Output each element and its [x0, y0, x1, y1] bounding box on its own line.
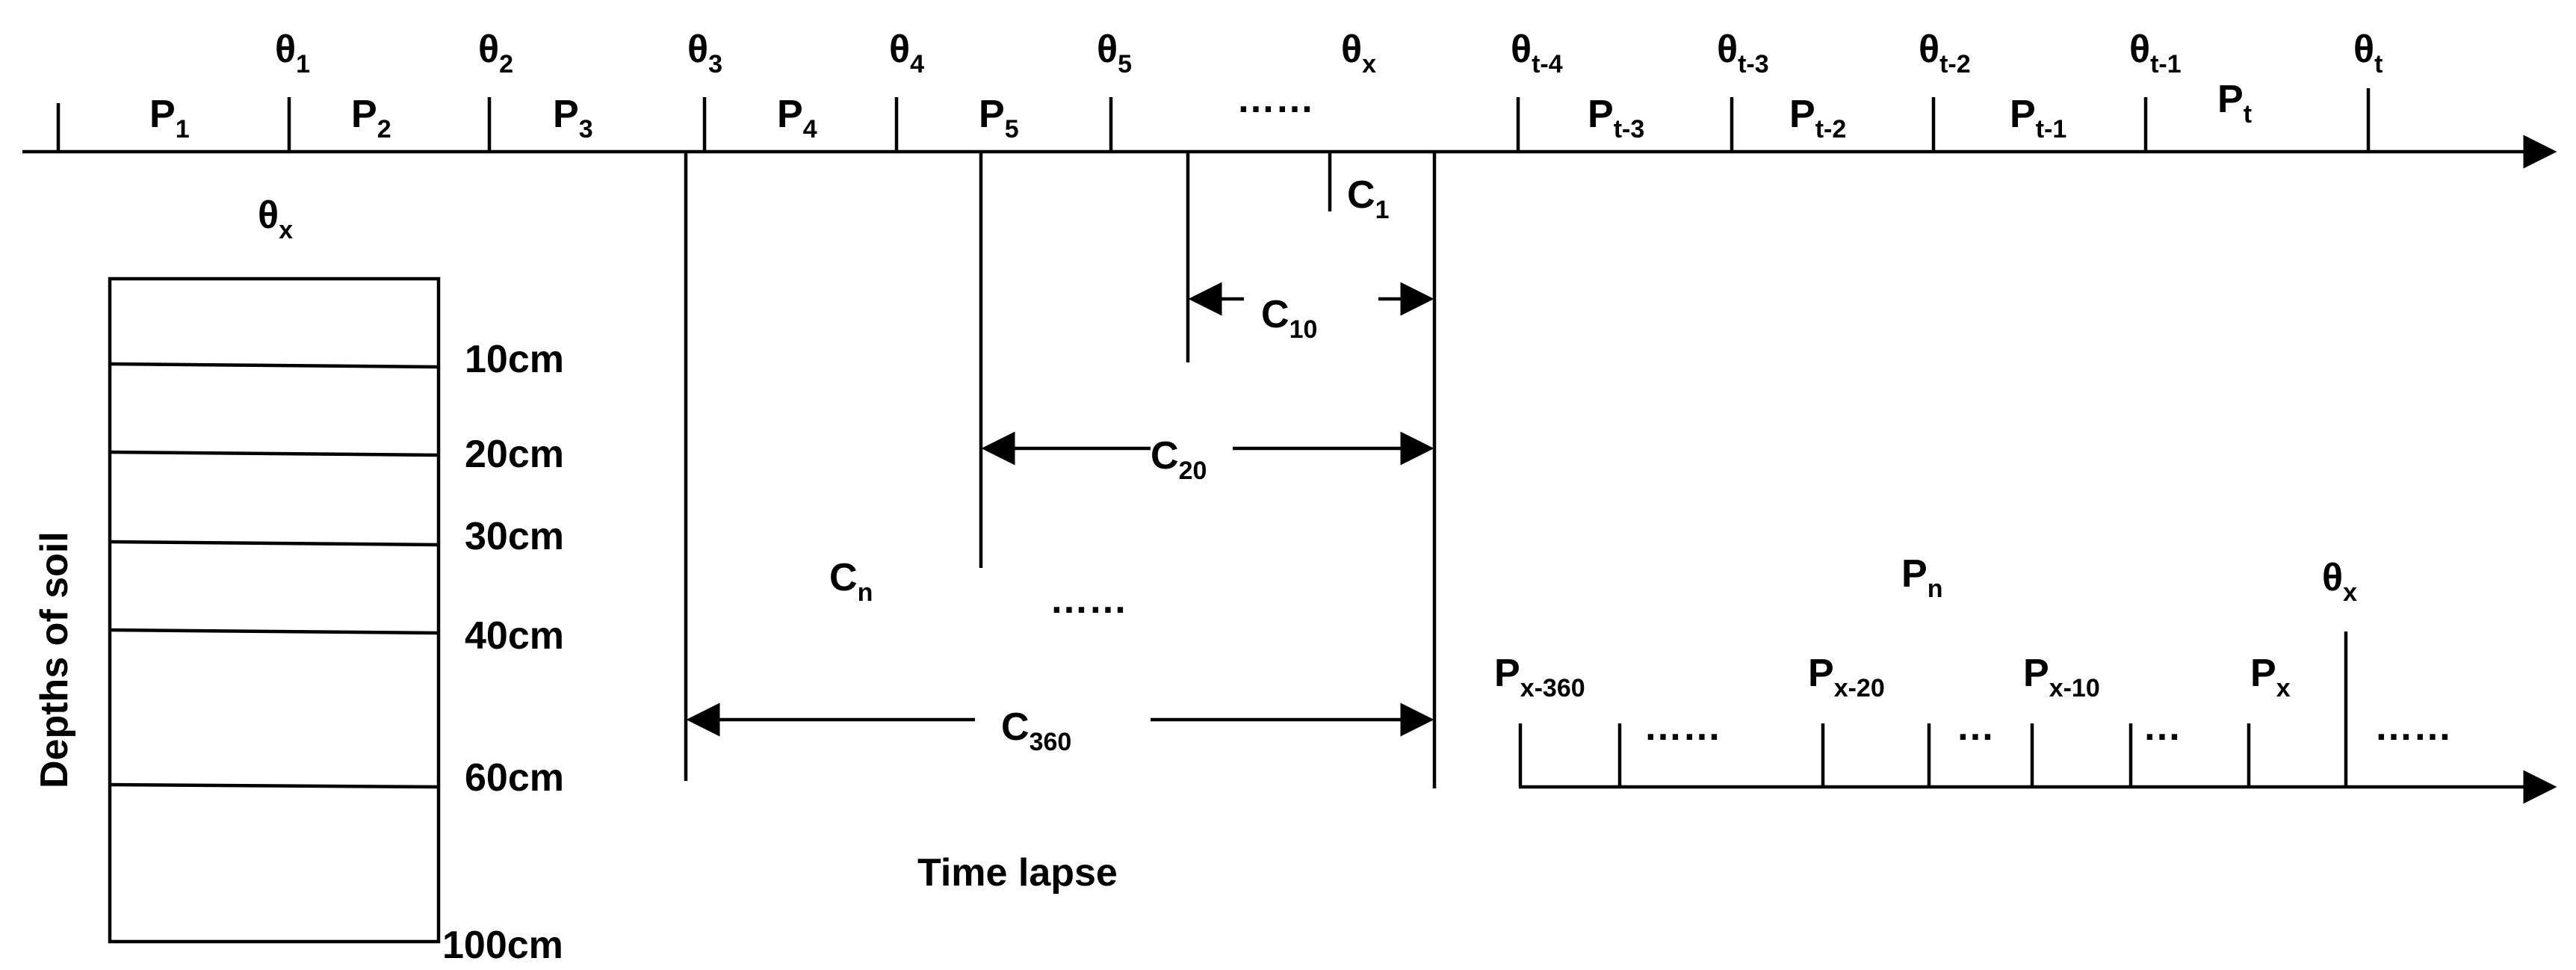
precip-ellipsis-2: … [1956, 705, 1995, 749]
depth-labels: 10cm 20cm 30cm 40cm 60cm 100cm [442, 338, 564, 967]
label-p-x-20: Px-20 [1808, 652, 1885, 702]
depth-60cm: 60cm [465, 756, 564, 800]
theta-3: θ3 [687, 28, 722, 78]
period-t-2: Pt-2 [1789, 93, 1846, 143]
period-t-3: Pt-3 [1588, 93, 1644, 143]
cumulative-verticals [684, 152, 1437, 788]
soil-theta-x: θx [258, 194, 293, 244]
soil-layer-lines [109, 362, 439, 789]
period-t-1: Pt-1 [2010, 93, 2066, 143]
theta-x: θx [1341, 28, 1376, 78]
precip-ellipsis-3: … [2143, 705, 2182, 749]
label-p-x: Px [2250, 652, 2291, 702]
period-t: Pt [2217, 78, 2252, 129]
precip-ticks [1518, 631, 2348, 787]
label-c20: C20 [1151, 434, 1207, 485]
label-p-x-360: Px-360 [1494, 652, 1585, 702]
period-4: P4 [777, 93, 817, 143]
theta-1: θ1 [275, 28, 310, 78]
theta-5: θ5 [1097, 28, 1132, 78]
label-c10: C10 [1261, 293, 1317, 344]
theta-t: θt [2353, 28, 2383, 78]
depth-20cm: 20cm [465, 433, 564, 476]
main-timeline-ticks [56, 88, 2371, 152]
depth-10cm: 10cm [465, 338, 564, 381]
theta-4: θ4 [889, 28, 924, 78]
theta-2: θ2 [478, 28, 513, 78]
theta-labels: θ1 θ2 θ3 θ4 θ5 θx θt-4 θt-3 θt-2 θt-1 θt [275, 28, 2383, 78]
timeline-ellipsis: …… [1236, 78, 1314, 121]
soil-column [108, 277, 441, 944]
theta-t-1: θt-1 [2129, 28, 2182, 78]
theta-t-3: θt-3 [1717, 28, 1769, 78]
period-5: P5 [979, 93, 1019, 143]
label-pn: Pn [1901, 552, 1942, 603]
label-cn: Cn [829, 556, 873, 607]
theta-t-2: θt-2 [1919, 28, 1971, 78]
period-2: P2 [351, 93, 391, 143]
period-labels: P1 P2 P3 P4 P5 …… Pt-3 Pt-2 Pt-1 Pt [149, 78, 2252, 143]
label-c1: C1 [1347, 173, 1389, 224]
time-lapse-label: Time lapse [917, 851, 1118, 895]
precip-ellipsis-1: …… [1644, 705, 1721, 749]
precip-theta-x: θx [2322, 556, 2357, 607]
label-p-x-10: Px-10 [2023, 652, 2100, 702]
depths-axis-label: Depths of soil [33, 531, 76, 788]
precip-ellipsis-4: …… [2374, 705, 2452, 749]
cumulative-ellipsis: …… [1050, 578, 1127, 622]
theta-t-4: θt-4 [1511, 28, 1563, 78]
depth-40cm: 40cm [465, 614, 564, 658]
period-1: P1 [149, 93, 190, 143]
label-c360: C360 [1001, 705, 1071, 756]
period-3: P3 [553, 93, 593, 143]
depth-30cm: 30cm [465, 515, 564, 558]
depth-100cm: 100cm [442, 924, 563, 967]
